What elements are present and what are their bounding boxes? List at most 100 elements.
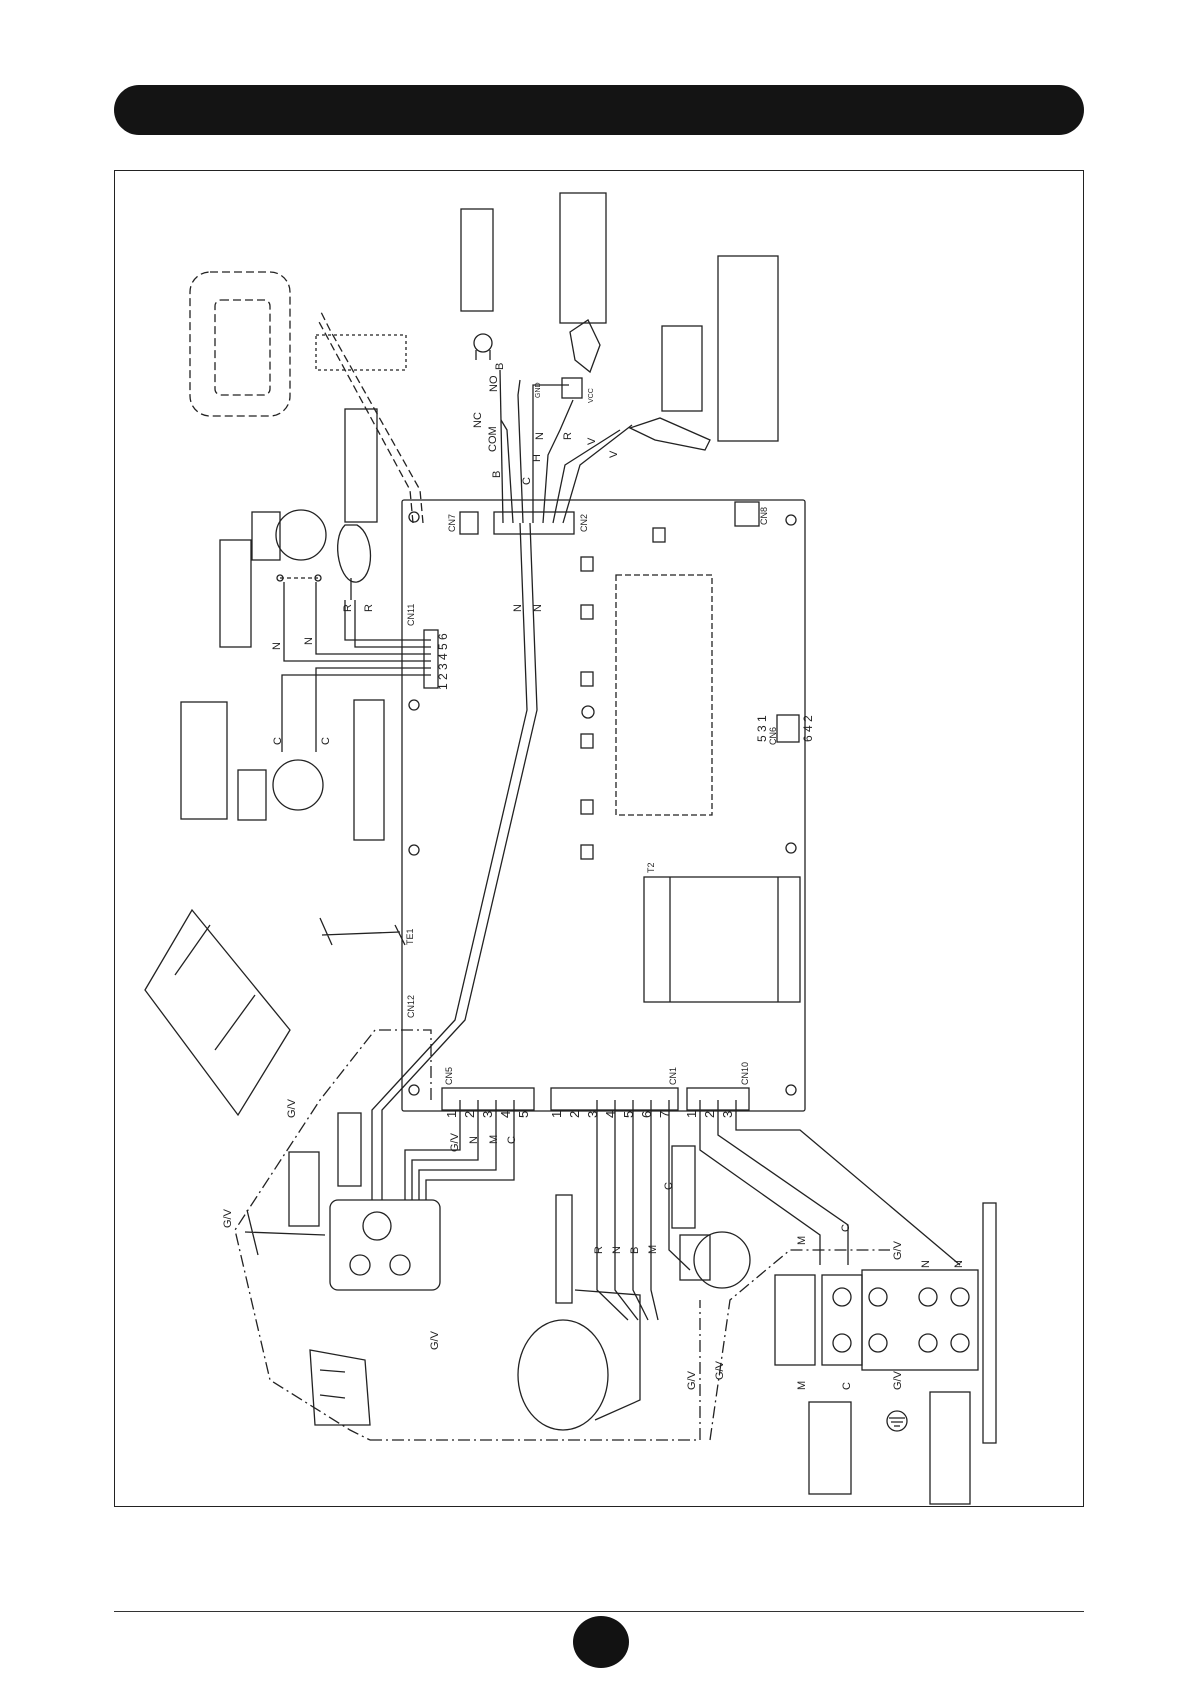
label-cn11: CN11 bbox=[406, 604, 416, 626]
connector-cn6 bbox=[777, 715, 799, 742]
label-box-pressure-switch bbox=[461, 209, 493, 311]
label-cn8: CN8 bbox=[759, 507, 769, 525]
wire-label: V bbox=[608, 450, 620, 458]
gas-valve-drawing bbox=[330, 1200, 440, 1290]
wire-label: G/V bbox=[449, 1132, 461, 1152]
cn10-pin: 1 bbox=[684, 1111, 699, 1118]
wire-label: G/V bbox=[714, 1360, 726, 1380]
thermostat-top-drawing bbox=[252, 510, 326, 560]
mount-hole bbox=[582, 706, 594, 718]
wire-label: B bbox=[629, 1247, 641, 1254]
label-box-fan bbox=[556, 1195, 572, 1303]
label-te1: TE1 bbox=[405, 928, 415, 945]
mount-hole bbox=[409, 1085, 419, 1095]
remote-control-drawing bbox=[190, 272, 290, 416]
mount-hole bbox=[786, 843, 796, 853]
label-t2: T2 bbox=[646, 862, 656, 873]
label-cn12: CN12 bbox=[406, 995, 416, 1018]
footer-rule bbox=[114, 1611, 1084, 1612]
cn5-pin: 3 bbox=[480, 1111, 495, 1118]
pressure-switch-drawing bbox=[474, 334, 492, 360]
label-box-flow-sensor bbox=[560, 193, 606, 323]
wire-label: C bbox=[272, 737, 284, 745]
connector-cn2 bbox=[494, 512, 574, 534]
cn5-pin: 1 bbox=[444, 1111, 459, 1118]
wire-label: N bbox=[611, 1246, 623, 1254]
display-area bbox=[616, 575, 712, 815]
wire-label: M bbox=[647, 1245, 659, 1254]
wire-label: G/V bbox=[892, 1370, 904, 1390]
wire-label: G/V bbox=[686, 1370, 698, 1390]
fan-drawing bbox=[518, 1290, 640, 1430]
cn10-pin: 2 bbox=[702, 1111, 717, 1118]
label-box-gas-valve-b bbox=[289, 1152, 319, 1226]
mount-hole bbox=[409, 512, 419, 522]
wire-label: M bbox=[796, 1381, 808, 1390]
wire-label: C bbox=[506, 1136, 518, 1144]
cn1-pin: 2 bbox=[567, 1111, 582, 1118]
label-box-ignitor bbox=[345, 409, 377, 522]
label-box-ntc bbox=[354, 700, 384, 840]
spark-plug-block-drawing bbox=[310, 1350, 370, 1425]
wire-label: N bbox=[953, 1260, 965, 1268]
label-cn1: CN1 bbox=[668, 1067, 678, 1085]
cn1-pin: 5 bbox=[621, 1111, 636, 1118]
wire-label: NC bbox=[472, 412, 484, 428]
cn5-pin: 2 bbox=[462, 1111, 477, 1118]
pcb-board bbox=[402, 500, 805, 1111]
wire-label: R bbox=[363, 604, 375, 612]
ntc-sensor-drawing bbox=[630, 418, 710, 450]
mount-hole bbox=[409, 845, 419, 855]
cn10-pin: 3 bbox=[720, 1111, 735, 1118]
label-cn10: CN10 bbox=[740, 1062, 750, 1085]
bracket-drawing bbox=[145, 910, 290, 1115]
label-box-terminal-c bbox=[983, 1203, 996, 1443]
wire-label: H bbox=[531, 454, 543, 462]
page-number-badge bbox=[573, 1616, 629, 1668]
label-box-thermostat-bottom bbox=[181, 702, 227, 819]
label-cn6-bottom: 6 4 2 bbox=[801, 715, 815, 742]
wire-label: N bbox=[920, 1260, 932, 1268]
label-box-pump bbox=[672, 1146, 695, 1228]
label-box-terminal-b bbox=[930, 1392, 970, 1504]
te1-electrode-drawing bbox=[320, 918, 405, 945]
label-box-gas-valve-a bbox=[338, 1113, 361, 1186]
label-box-sensor-mid bbox=[662, 326, 702, 411]
wire-label: N bbox=[512, 604, 524, 612]
label-cn2: CN2 bbox=[579, 514, 589, 532]
label-cn5: CN5 bbox=[444, 1067, 454, 1085]
cn5-pin: 5 bbox=[516, 1111, 531, 1118]
transformer-t2 bbox=[644, 877, 800, 1002]
label-cn6-top: 5 3 1 bbox=[755, 715, 769, 742]
wire-label: R bbox=[562, 432, 574, 440]
wire-label: B bbox=[491, 471, 503, 478]
mount-hole bbox=[786, 1085, 796, 1095]
wire-label: N bbox=[534, 432, 546, 440]
wire-label: R bbox=[342, 604, 354, 612]
earth-symbol bbox=[887, 1411, 907, 1431]
wire-label: N bbox=[303, 637, 315, 645]
label-box-thermostat-top bbox=[220, 540, 251, 647]
cn1-pin: 4 bbox=[603, 1111, 618, 1118]
ignition-drawing bbox=[338, 525, 371, 600]
wire-label: C bbox=[841, 1382, 853, 1390]
ignitor-electrode-drawing bbox=[245, 1210, 325, 1255]
label-cn6: CN6 bbox=[768, 727, 778, 745]
wire-label: R bbox=[593, 1246, 605, 1254]
mount-hole bbox=[409, 700, 419, 710]
wire-label: G/V bbox=[222, 1208, 234, 1228]
connector-cn7 bbox=[460, 512, 478, 534]
wire-label: C bbox=[320, 737, 332, 745]
wire-label: VCC bbox=[588, 388, 595, 403]
cn1-pin: 1 bbox=[549, 1111, 564, 1118]
thermostat-bottom-drawing bbox=[238, 760, 323, 820]
wire-label: C bbox=[521, 477, 533, 485]
wire-label: G/V bbox=[429, 1330, 441, 1350]
wire-label: N bbox=[532, 604, 544, 612]
wire-label: B bbox=[494, 363, 506, 370]
label-cn7: CN7 bbox=[447, 514, 457, 532]
terminal-block-drawing bbox=[775, 1270, 978, 1370]
wire-label: G/V bbox=[892, 1240, 904, 1260]
wire-label: COM bbox=[487, 426, 499, 452]
